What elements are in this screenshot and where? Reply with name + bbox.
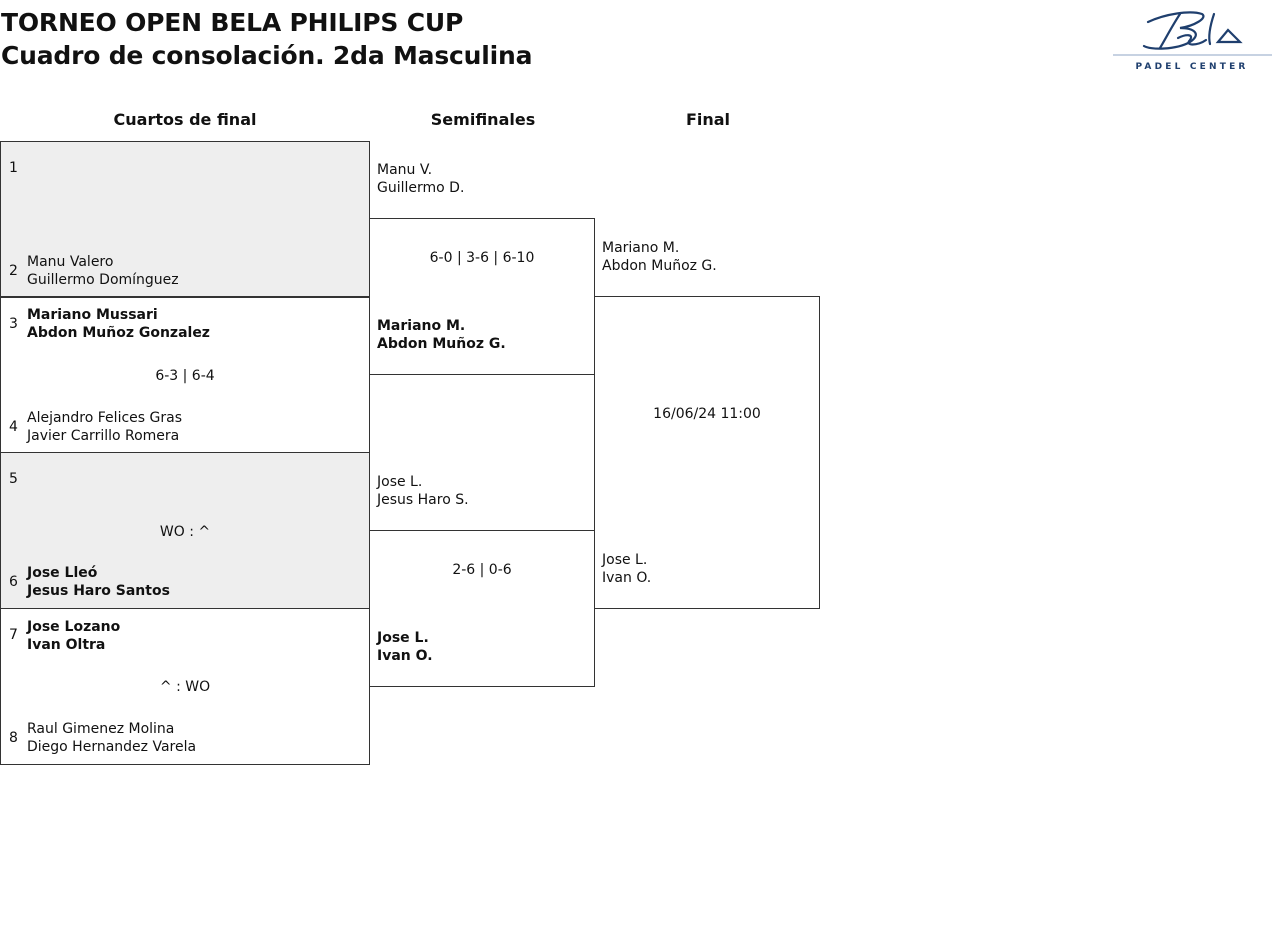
player-name: Alejandro Felices Gras [27, 410, 182, 426]
bela-padel-logo: PADEL CENTER [1110, 6, 1275, 74]
seed-number: 4 [9, 419, 18, 435]
player-name: Javier Carrillo Romera [27, 428, 180, 444]
sf-match-2[interactable]: 2-6 | 0-6 Jose L. Ivan O. [369, 530, 595, 687]
player-name: Manu Valero [27, 254, 114, 270]
final-team-b[interactable]: Jose L. Ivan O. [602, 551, 651, 587]
sf1-team-a[interactable]: Manu V. Guillermo D. [377, 161, 464, 197]
player-name: Diego Hernandez Varela [27, 739, 197, 755]
player-name: Abdon Muñoz Gonzalez [27, 325, 210, 341]
seed-number: 1 [9, 160, 18, 176]
player-name: Jesus Haro S. [377, 492, 469, 508]
seed-number: 2 [9, 263, 18, 279]
round-header-semifinals: Semifinales [430, 110, 536, 129]
match-schedule: 16/06/24 11:00 [653, 406, 761, 422]
final-team-a[interactable]: Mariano M. Abdon Muñoz G. [602, 239, 717, 275]
round-header-final: Final [685, 110, 731, 129]
player-name: Manu V. [377, 162, 433, 178]
team-b[interactable]: Raul Gimenez Molina Diego Hernandez Vare… [27, 720, 196, 756]
match-score: 6-0 | 3-6 | 6-10 [429, 250, 535, 266]
player-name: Ivan O. [377, 648, 433, 664]
sf-match-1[interactable]: 6-0 | 3-6 | 6-10 Mariano M. Abdon Muñoz … [369, 218, 595, 375]
player-name: Jose L. [377, 630, 429, 646]
qf-match-3[interactable]: 5 WO : ^ 6 Jose Lleó Jesus Haro Santos [0, 452, 370, 609]
match-score: 2-6 | 0-6 [452, 562, 512, 578]
team-a[interactable]: Mariano Mussari Abdon Muñoz Gonzalez [27, 306, 210, 342]
seed-number: 7 [9, 627, 18, 643]
qf-match-1[interactable]: 1 2 Manu Valero Guillermo Domínguez [0, 141, 370, 298]
match-score: ^ : WO [159, 679, 211, 695]
team-a[interactable]: Jose Lozano Ivan Oltra [27, 618, 120, 654]
round-header-quarterfinals: Cuartos de final [113, 110, 257, 129]
player-name: Abdon Muñoz G. [377, 336, 506, 352]
draw-subtitle: Cuadro de consolación. 2da Masculina [1, 41, 533, 70]
match-score: 6-3 | 6-4 [155, 368, 215, 384]
player-name: Ivan O. [602, 570, 652, 586]
svg-text:PADEL CENTER: PADEL CENTER [1135, 62, 1248, 72]
seed-number: 8 [9, 730, 18, 746]
qf-match-2[interactable]: 3 Mariano Mussari Abdon Muñoz Gonzalez 6… [0, 296, 370, 453]
player-name: Jose Lozano [27, 619, 121, 635]
team-b[interactable]: Manu Valero Guillermo Domínguez [27, 253, 179, 289]
player-name: Mariano M. [377, 318, 466, 334]
sf1-team-b[interactable]: Mariano M. Abdon Muñoz G. [377, 317, 506, 353]
team-b[interactable]: Jose Lleó Jesus Haro Santos [27, 564, 170, 600]
player-name: Guillermo Domínguez [27, 272, 179, 288]
final-match[interactable]: 16/06/24 11:00 Jose L. Ivan O. [594, 296, 820, 609]
tournament-title: TORNEO OPEN BELA PHILIPS CUP [1, 8, 464, 37]
bela-logo-icon: PADEL CENTER [1113, 11, 1272, 72]
seed-number: 3 [9, 316, 18, 332]
seed-number: 6 [9, 574, 18, 590]
sf2-team-a[interactable]: Jose L. Jesus Haro S. [377, 473, 469, 509]
player-name: Raul Gimenez Molina [27, 721, 175, 737]
match-score: WO : ^ [159, 524, 211, 540]
player-name: Abdon Muñoz G. [602, 258, 717, 274]
player-name: Guillermo D. [377, 180, 465, 196]
player-name: Jose L. [602, 552, 648, 568]
player-name: Ivan Oltra [27, 637, 106, 653]
seed-number: 5 [9, 471, 18, 487]
player-name: Jesus Haro Santos [27, 583, 170, 599]
player-name: Jose Lleó [27, 565, 98, 581]
player-name: Mariano Mussari [27, 307, 158, 323]
qf-match-4[interactable]: 7 Jose Lozano Ivan Oltra ^ : WO 8 Raul G… [0, 608, 370, 765]
sf2-team-b[interactable]: Jose L. Ivan O. [377, 629, 433, 665]
player-name: Mariano M. [602, 240, 680, 256]
player-name: Jose L. [377, 474, 423, 490]
team-b[interactable]: Alejandro Felices Gras Javier Carrillo R… [27, 409, 182, 445]
